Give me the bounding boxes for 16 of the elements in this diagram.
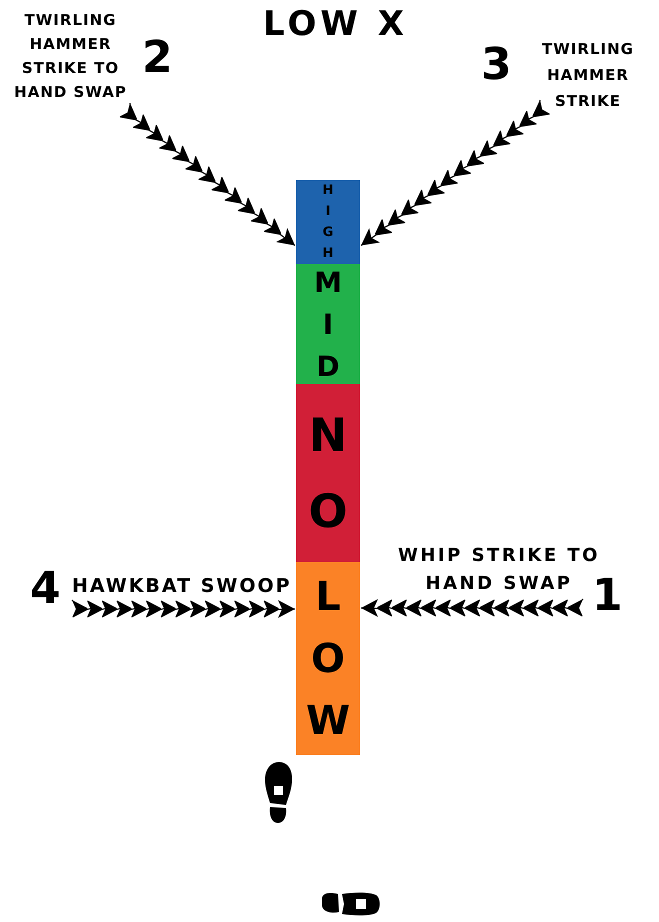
chevron-arrow (360, 598, 584, 617)
chevron-arrow (120, 102, 296, 246)
zone-band: LOW (296, 562, 360, 755)
chevron-arrow (360, 100, 550, 246)
step-number: 4 (30, 569, 61, 609)
chevron-arrow (72, 600, 296, 618)
zone-band: HIGH (296, 180, 360, 264)
move-label: TWIRLING HAMMER STRIKE TO HAND SWAP (13, 8, 128, 104)
move-label: TWIRLING HAMMER STRIKE (541, 36, 635, 114)
step-number: 3 (481, 45, 512, 85)
zone-band: NO (296, 384, 360, 562)
move-label: HAWKBAT SWOOP (72, 573, 292, 599)
step-number: 2 (142, 38, 173, 78)
zone-band: MID (296, 264, 360, 384)
diagram-title: LOW X (263, 4, 408, 44)
step-number: 1 (592, 576, 623, 616)
